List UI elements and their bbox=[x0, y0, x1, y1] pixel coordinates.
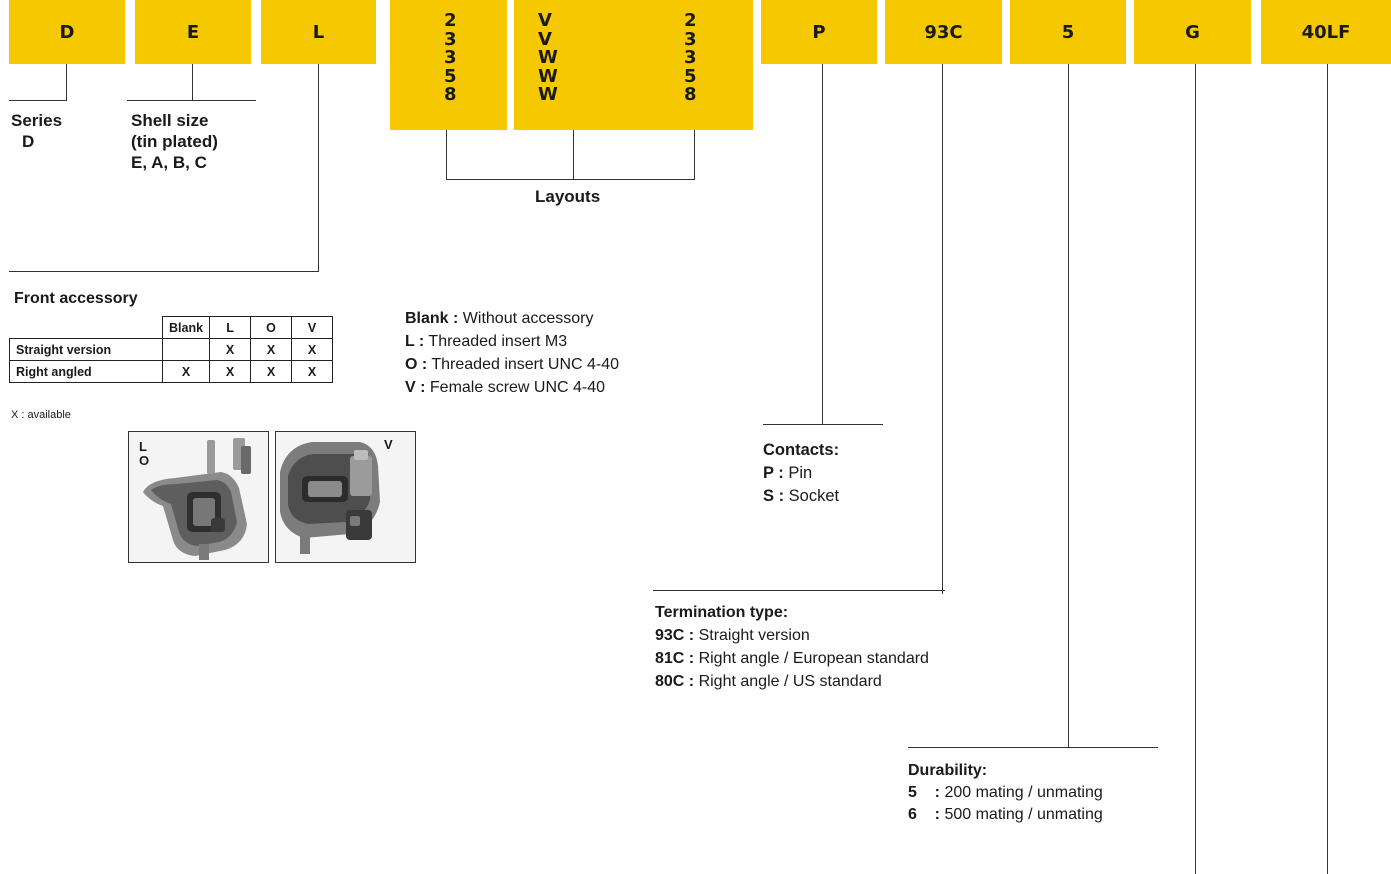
contacts-section: Contacts: P : Pin S : Socket bbox=[763, 439, 839, 508]
termination-item: 80C : Right angle / US standard bbox=[655, 673, 882, 690]
termination-code-box: 93C bbox=[885, 0, 1002, 64]
shell-connector bbox=[192, 64, 193, 100]
suffix-code-box: 40LF bbox=[1261, 0, 1391, 64]
series-code-box: D bbox=[9, 0, 125, 64]
termination-section: Termination type: 93C : Straight version… bbox=[655, 601, 929, 693]
layout-value: 2 bbox=[684, 10, 697, 31]
table-cell bbox=[161, 338, 211, 361]
table-row: Blank L O V bbox=[9, 316, 334, 339]
layout-value: 3 bbox=[444, 47, 457, 68]
table-cell: X bbox=[250, 338, 293, 361]
layout-value: W bbox=[538, 84, 558, 105]
legend-item: L : Threaded insert M3 bbox=[405, 333, 568, 350]
table-row: Straight version X X X bbox=[9, 338, 334, 361]
layouts-connector bbox=[573, 130, 574, 180]
layout-col3: 2 3 3 5 8 bbox=[684, 10, 697, 105]
plating-connector bbox=[1195, 64, 1196, 874]
accessory-connector bbox=[9, 271, 319, 272]
table-header-cell: Blank bbox=[161, 316, 211, 339]
layouts-connector bbox=[446, 179, 695, 180]
termination-connector bbox=[942, 64, 943, 594]
layout-col2: V V W W W bbox=[538, 10, 558, 105]
shell-connector bbox=[127, 100, 256, 101]
durability-section: Durability: 5 : 200 mating / unmating 6 … bbox=[908, 760, 1103, 826]
shell-size-label: Shell size bbox=[131, 111, 209, 130]
series-connector bbox=[66, 64, 67, 100]
layout-value: W bbox=[538, 65, 558, 87]
termination-connector bbox=[653, 590, 945, 591]
front-accessory-title: Front accessory bbox=[14, 290, 138, 307]
table-row-label: Straight version bbox=[9, 338, 163, 361]
connector-illustration bbox=[129, 432, 268, 562]
front-accessory-table: Blank L O V Straight version X X X Right… bbox=[9, 316, 334, 383]
table-cell: X bbox=[291, 360, 334, 383]
layout-value: 3 bbox=[444, 28, 457, 50]
table-cell: X bbox=[291, 338, 334, 361]
durability-connector bbox=[908, 747, 1158, 748]
layouts-connector bbox=[446, 130, 447, 180]
table-cell: X bbox=[209, 338, 252, 361]
table-header-cell: L bbox=[209, 316, 252, 339]
accessory-photo-threaded-insert: L O bbox=[128, 431, 269, 563]
durability-item: 6 : 500 mating / unmating bbox=[908, 806, 1103, 823]
table-header-cell: V bbox=[291, 316, 334, 339]
layout-value: W bbox=[538, 47, 558, 68]
termination-item: 81C : Right angle / European standard bbox=[655, 650, 929, 667]
layout-value: 8 bbox=[444, 84, 457, 105]
termination-item: 93C : Straight version bbox=[655, 627, 810, 644]
layout-value: 8 bbox=[684, 84, 697, 105]
accessory-legend: Blank : Without accessory L : Threaded i… bbox=[405, 307, 619, 399]
contacts-item: S : Socket bbox=[763, 487, 840, 505]
shell-size-subtitle: (tin plated) bbox=[131, 132, 218, 151]
layout-value: V bbox=[538, 10, 552, 31]
availability-note: X : available bbox=[11, 409, 71, 421]
table-corner bbox=[9, 316, 163, 339]
table-cell: X bbox=[161, 360, 211, 383]
contacts-connector bbox=[822, 64, 823, 425]
accessory-photo-female-screw: V bbox=[275, 431, 416, 563]
plating-code-box: G bbox=[1134, 0, 1251, 64]
durability-connector bbox=[1068, 64, 1069, 748]
table-cell: X bbox=[209, 360, 252, 383]
photo-label-l: L bbox=[139, 439, 147, 454]
layout-value: 3 bbox=[684, 28, 697, 50]
layout-col1: 2 3 3 5 8 bbox=[444, 10, 457, 105]
layouts-label: Layouts bbox=[535, 187, 601, 206]
layout-value: 5 bbox=[444, 65, 457, 87]
suffix-connector bbox=[1327, 64, 1328, 874]
layout-value: V bbox=[538, 28, 552, 50]
contacts-title: Contacts: bbox=[763, 441, 840, 459]
layout-value: 5 bbox=[684, 65, 697, 87]
connector-illustration bbox=[276, 432, 415, 562]
durability-item: 5 : 200 mating / unmating bbox=[908, 784, 1103, 801]
legend-item: V : Female screw UNC 4-40 bbox=[405, 379, 606, 396]
termination-title: Termination type: bbox=[655, 604, 789, 621]
legend-item: O : Threaded insert UNC 4-40 bbox=[405, 356, 620, 373]
table-row: Right angled X X X X bbox=[9, 360, 334, 383]
contacts-code-box: P bbox=[761, 0, 877, 64]
shell-code-box: E bbox=[135, 0, 251, 64]
table-header-cell: O bbox=[250, 316, 293, 339]
table-row-label: Right angled bbox=[9, 360, 163, 383]
layout-value: 2 bbox=[444, 10, 457, 31]
table-cell: X bbox=[250, 360, 293, 383]
series-connector bbox=[9, 100, 67, 101]
accessory-code-box: L bbox=[261, 0, 376, 64]
series-label: Series bbox=[11, 111, 63, 130]
contacts-item: P : Pin bbox=[763, 464, 813, 482]
shell-size-values: E, A, B, C bbox=[131, 153, 207, 172]
layout-code-box-left bbox=[390, 0, 507, 130]
legend-item: Blank : Without accessory bbox=[405, 310, 594, 327]
photo-label-o: O bbox=[139, 453, 150, 468]
accessory-connector bbox=[318, 64, 319, 272]
photo-label-v: V bbox=[384, 437, 393, 452]
durability-title: Durability: bbox=[908, 762, 988, 779]
layout-code-box-right bbox=[514, 0, 753, 130]
layouts-connector bbox=[694, 130, 695, 180]
contacts-connector bbox=[763, 424, 883, 425]
series-value: D bbox=[22, 132, 35, 151]
durability-code-box: 5 bbox=[1010, 0, 1126, 64]
layout-value: 3 bbox=[684, 47, 697, 68]
